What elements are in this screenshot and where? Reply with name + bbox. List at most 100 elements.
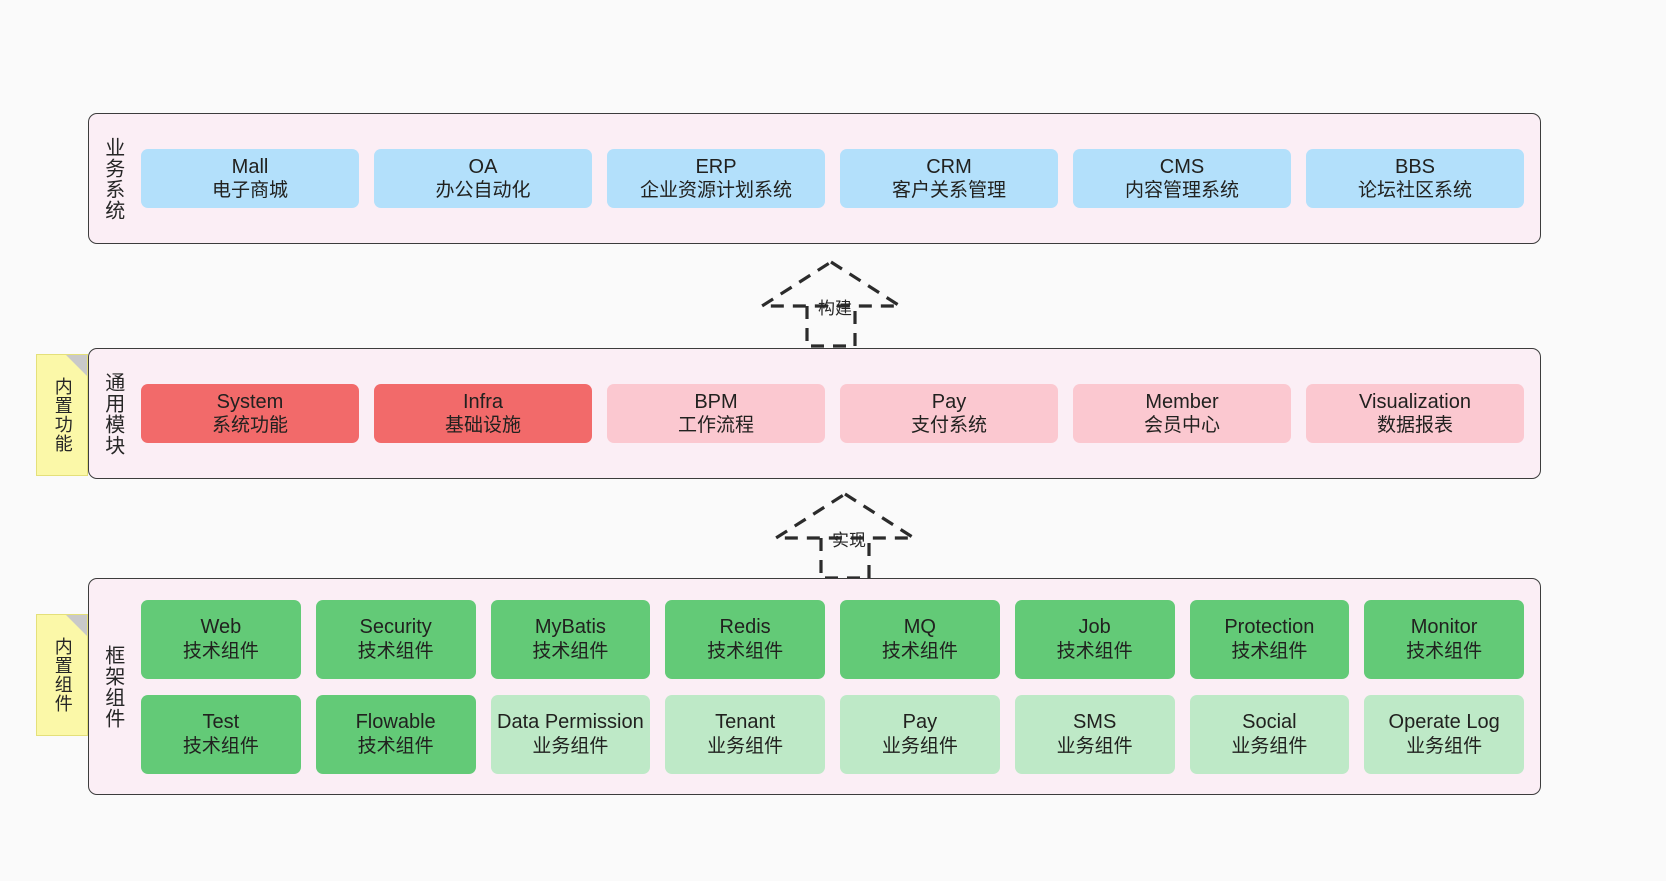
box-mq[interactable]: MQ 技术组件	[840, 599, 1000, 679]
box-title: Pay	[931, 390, 967, 413]
box-title: ERP	[695, 155, 737, 178]
box-web[interactable]: Web 技术组件	[141, 599, 301, 679]
box-title: Web	[200, 616, 242, 639]
box-title: System	[216, 390, 284, 413]
box-subtitle: 基础设施	[444, 415, 521, 437]
box-title: Pay	[902, 711, 938, 734]
box-subtitle: 业务组件	[1406, 735, 1483, 757]
box-subtitle: 业务组件	[1231, 735, 1308, 757]
box-erp[interactable]: ERP 企业资源计划系统	[607, 148, 825, 209]
box-crm[interactable]: CRM 客户关系管理	[840, 148, 1058, 209]
connector-implement: 实现	[770, 490, 920, 580]
layer-label-business-systems: 业务系统	[101, 136, 124, 221]
box-flowable[interactable]: Flowable 技术组件	[315, 694, 476, 774]
box-title: Operate Log	[1388, 711, 1500, 734]
box-title: Monitor	[1410, 616, 1478, 639]
box-title: CRM	[926, 155, 972, 178]
box-member[interactable]: Member 会员中心	[1073, 383, 1291, 444]
box-tenant[interactable]: Tenant 业务组件	[665, 694, 825, 774]
sticky-note-label: 内置组件	[52, 637, 73, 713]
layer-common-modules: 通用模块 System 系统功能 Infra 基础设施 BPM 工作流程 Pay…	[88, 348, 1541, 479]
box-subtitle: 电子商城	[211, 180, 288, 202]
box-test[interactable]: Test 技术组件	[141, 694, 301, 774]
row-common-modules: System 系统功能 Infra 基础设施 BPM 工作流程 Pay 支付系统…	[141, 383, 1524, 444]
box-subtitle: 技术组件	[707, 640, 784, 662]
box-title: Flowable	[355, 711, 436, 734]
box-security[interactable]: Security 技术组件	[315, 599, 476, 679]
sticky-fold-corner-icon	[66, 355, 87, 376]
row-framework-tech-components: Web 技术组件 Security 技术组件 MyBatis 技术组件 Redi…	[141, 599, 1524, 679]
box-data-permission[interactable]: Data Permission 业务组件	[490, 694, 651, 774]
sticky-note-builtin-components: 内置组件	[36, 614, 88, 736]
box-monitor[interactable]: Monitor 技术组件	[1364, 599, 1524, 679]
box-title: Visualization	[1359, 390, 1471, 413]
box-title: Test	[202, 711, 240, 734]
box-sms[interactable]: SMS 业务组件	[1014, 694, 1175, 774]
box-subtitle: 系统功能	[211, 415, 288, 437]
box-title: MyBatis	[534, 616, 606, 639]
box-title: Member	[1145, 390, 1219, 413]
box-oa[interactable]: OA 办公自动化	[374, 148, 592, 209]
layer-body-framework-components: Web 技术组件 Security 技术组件 MyBatis 技术组件 Redi…	[135, 579, 1540, 794]
layer-label-common-modules: 通用模块	[101, 371, 124, 456]
box-subtitle: 客户关系管理	[891, 180, 1006, 202]
sticky-note-builtin-features: 内置功能	[36, 354, 88, 476]
box-subtitle: 企业资源计划系统	[639, 180, 792, 202]
box-subtitle: 论坛社区系统	[1357, 180, 1472, 202]
box-subtitle: 会员中心	[1143, 415, 1220, 437]
box-subtitle: 技术组件	[357, 640, 434, 662]
box-subtitle: 技术组件	[532, 640, 609, 662]
box-subtitle: 技术组件	[182, 640, 259, 662]
box-title: BBS	[1394, 155, 1436, 178]
box-bbs[interactable]: BBS 论坛社区系统	[1306, 148, 1524, 209]
box-infra[interactable]: Infra 基础设施	[374, 383, 592, 444]
box-title: Redis	[719, 616, 771, 639]
box-title: OA	[468, 155, 498, 178]
box-subtitle: 技术组件	[1406, 640, 1483, 662]
box-title: Job	[1078, 616, 1111, 639]
box-subtitle: 工作流程	[677, 415, 754, 437]
box-title: MQ	[903, 616, 936, 639]
box-subtitle: 业务组件	[1056, 735, 1133, 757]
box-bpm[interactable]: BPM 工作流程	[607, 383, 825, 444]
layer-body-common-modules: System 系统功能 Infra 基础设施 BPM 工作流程 Pay 支付系统…	[135, 349, 1540, 478]
box-system[interactable]: System 系统功能	[141, 383, 359, 444]
box-title: BPM	[694, 390, 738, 413]
box-mall[interactable]: Mall 电子商城	[141, 148, 359, 209]
box-title: Protection	[1224, 616, 1315, 639]
box-protection[interactable]: Protection 技术组件	[1189, 599, 1350, 679]
box-title: Security	[359, 616, 432, 639]
box-subtitle: 技术组件	[1231, 640, 1308, 662]
box-subtitle: 业务组件	[532, 735, 609, 757]
row-business-systems: Mall 电子商城 OA 办公自动化 ERP 企业资源计划系统 CRM 客户关系…	[141, 148, 1524, 209]
box-subtitle: 技术组件	[182, 735, 259, 757]
connector-implement-label: 实现	[832, 531, 866, 550]
sticky-note-label: 内置功能	[52, 377, 73, 453]
connector-build: 构建	[756, 258, 906, 348]
box-subtitle: 技术组件	[1056, 640, 1133, 662]
box-job[interactable]: Job 技术组件	[1014, 599, 1175, 679]
row-framework-business-components: Test 技术组件 Flowable 技术组件 Data Permission …	[141, 694, 1524, 774]
box-title: Infra	[462, 390, 504, 413]
box-visualization[interactable]: Visualization 数据报表	[1306, 383, 1524, 444]
layer-business-systems: 业务系统 Mall 电子商城 OA 办公自动化 ERP 企业资源计划系统 CRM…	[88, 113, 1541, 244]
box-redis[interactable]: Redis 技术组件	[665, 599, 825, 679]
layer-label-framework-components: 框架组件	[101, 644, 124, 729]
box-social[interactable]: Social 业务组件	[1189, 694, 1350, 774]
box-title: Data Permission	[497, 711, 644, 734]
box-cms[interactable]: CMS 内容管理系统	[1073, 148, 1291, 209]
box-mybatis[interactable]: MyBatis 技术组件	[490, 599, 651, 679]
box-pay-component[interactable]: Pay 业务组件	[840, 694, 1000, 774]
box-pay-module[interactable]: Pay 支付系统	[840, 383, 1058, 444]
box-title: CMS	[1159, 155, 1205, 178]
box-subtitle: 技术组件	[357, 735, 434, 757]
box-operate-log[interactable]: Operate Log 业务组件	[1364, 694, 1524, 774]
box-title: Tenant	[715, 711, 776, 734]
box-subtitle: 业务组件	[707, 735, 784, 757]
box-subtitle: 业务组件	[881, 735, 958, 757]
layer-framework-components: 框架组件 Web 技术组件 Security 技术组件 MyBatis 技术组件…	[88, 578, 1541, 795]
sticky-fold-corner-icon	[66, 615, 87, 636]
box-title: Social	[1242, 711, 1297, 734]
box-subtitle: 支付系统	[910, 415, 987, 437]
